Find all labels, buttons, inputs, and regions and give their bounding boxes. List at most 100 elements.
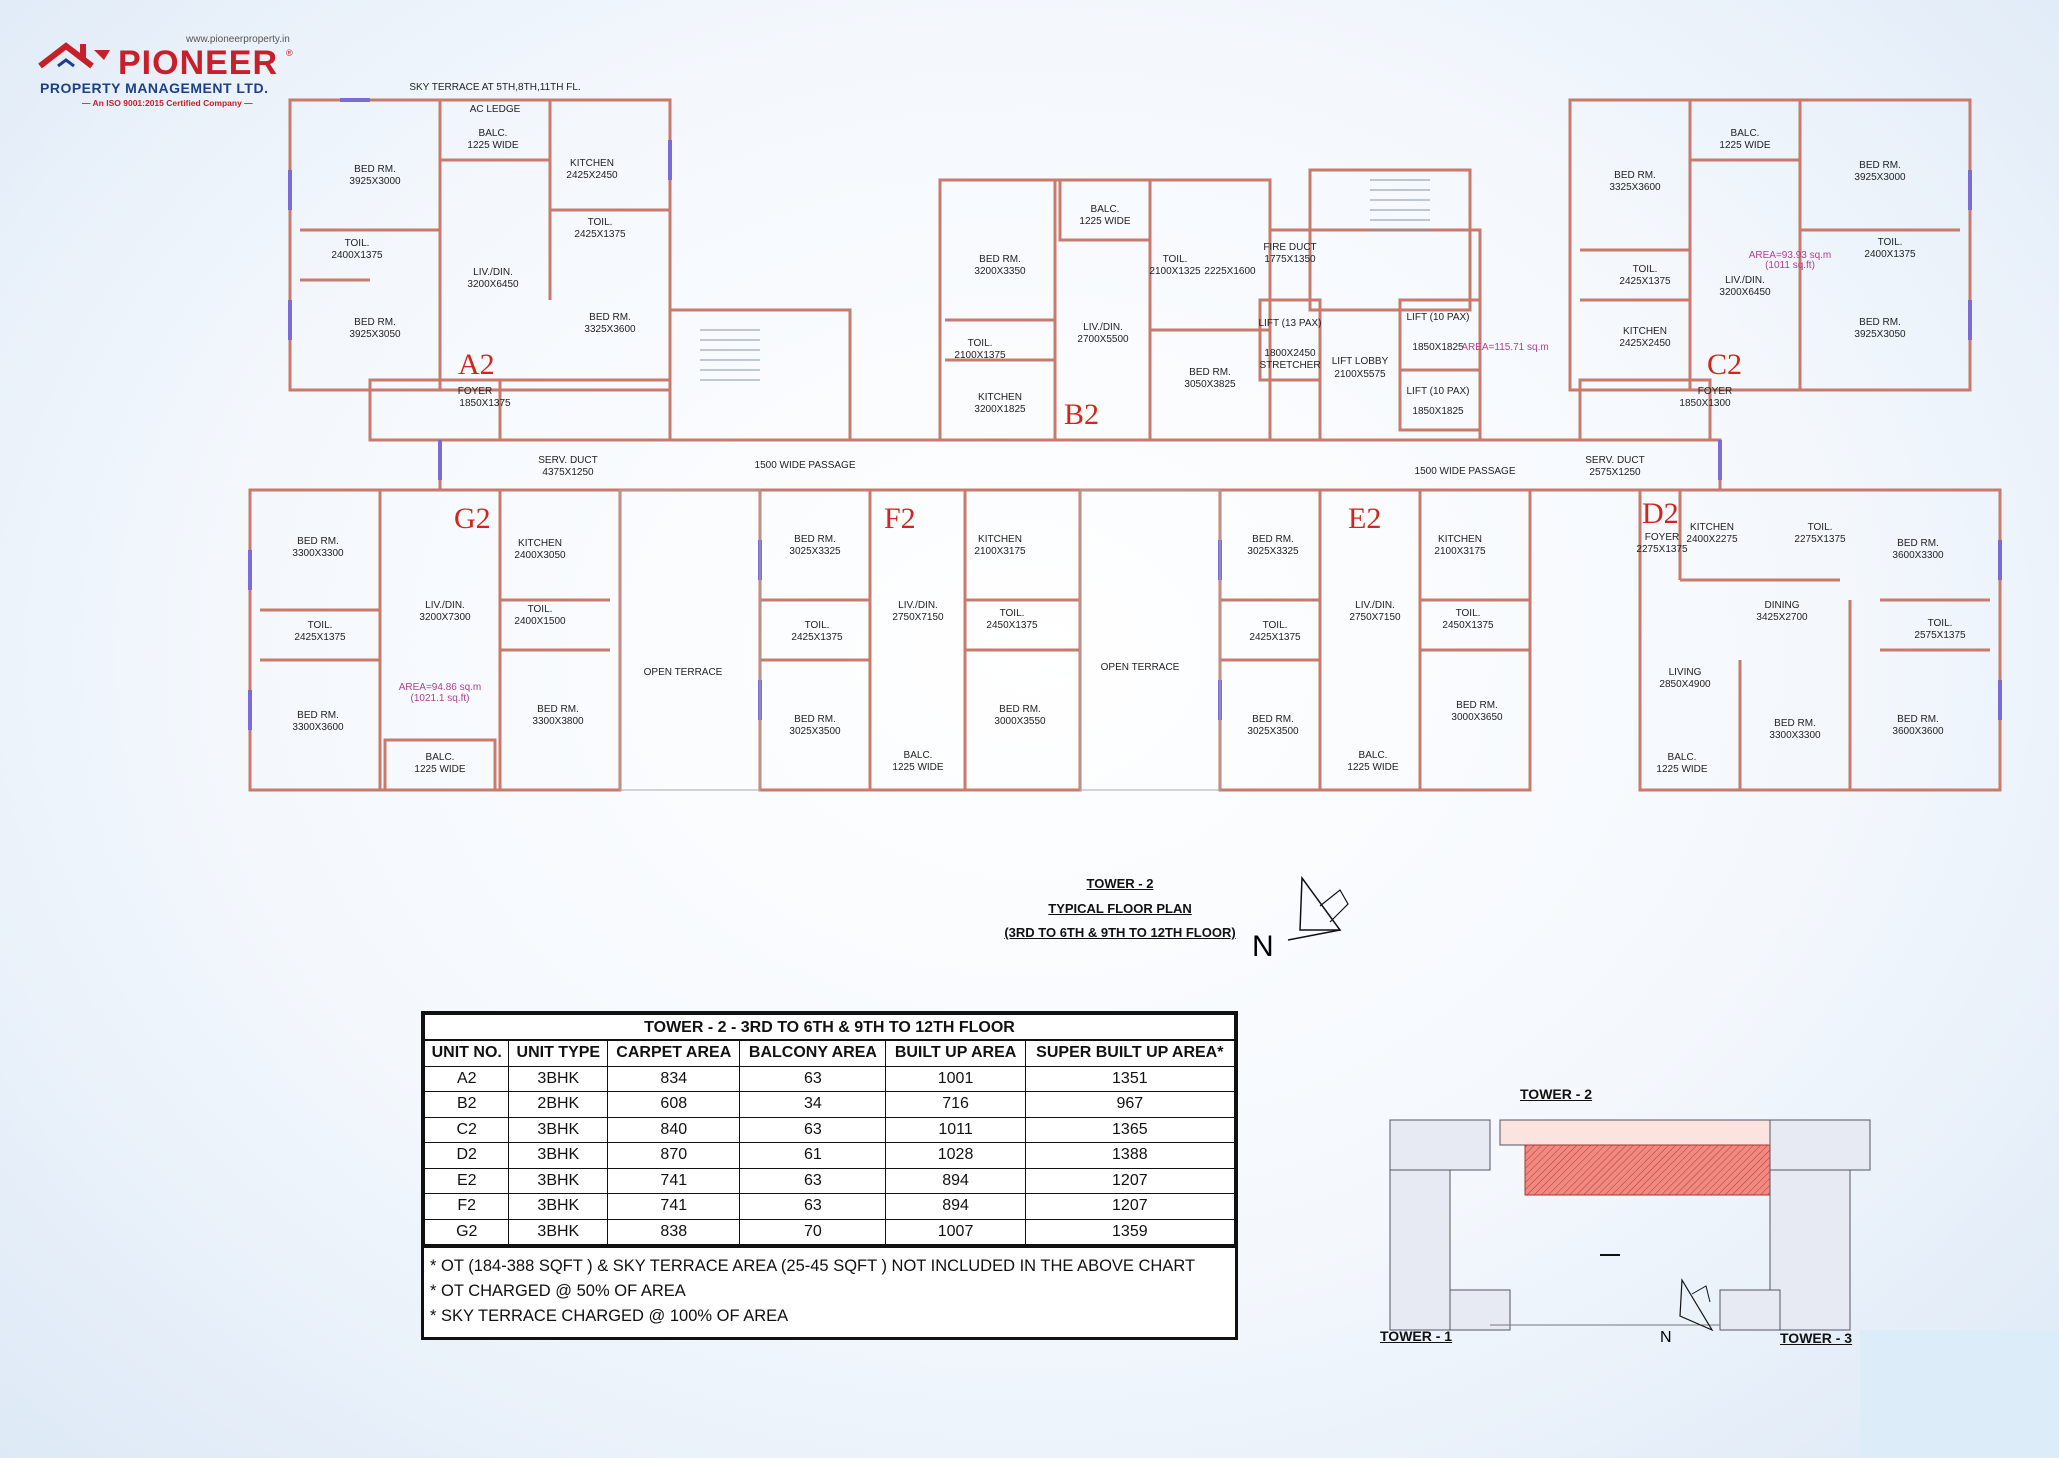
room-dimension: 2425X2450 <box>566 170 618 181</box>
room-dimension: 1225 WIDE <box>1719 140 1770 151</box>
table-cell: 1007 <box>885 1218 1026 1245</box>
registered-mark: ® <box>286 48 293 58</box>
website-url: www.pioneerproperty.in <box>186 34 290 45</box>
room-dimension: 3200X6450 <box>1719 287 1771 298</box>
plan-walls <box>248 98 2002 792</box>
room-label: TOIL. <box>308 620 333 631</box>
room-dimension: 1775X1350 <box>1264 254 1316 265</box>
room-dimension: 2425X1375 <box>791 632 843 643</box>
table-cell: 63 <box>739 1193 887 1220</box>
north-label: N <box>1252 930 1274 963</box>
table-header: UNIT TYPE <box>508 1040 609 1067</box>
room-label: LIFT (10 PAX) <box>1407 386 1470 397</box>
table-cell: 741 <box>607 1167 741 1194</box>
table-cell: 1365 <box>1024 1116 1236 1143</box>
room-dimension: 3025X3325 <box>789 546 841 557</box>
key-north-label: N <box>1660 1329 1672 1346</box>
unit-label-b2: B2 <box>1064 398 1099 431</box>
room-dimension: 1800X2450 <box>1264 348 1316 359</box>
room-dimension: 1225 WIDE <box>1079 216 1130 227</box>
room-label: BED RM. <box>794 534 836 545</box>
room-label: DINING <box>1765 600 1800 611</box>
room-label: KITCHEN <box>518 538 562 549</box>
stair-treads <box>700 179 1430 381</box>
key-plan-drawing: N <box>1389 1119 1871 1346</box>
room-label: TOIL. <box>1633 264 1658 275</box>
room-dimension: 1225 WIDE <box>467 140 518 151</box>
tower-2-block <box>1499 1119 1801 1196</box>
duct-label: SERV. DUCT <box>1585 455 1644 466</box>
key-plan: N TOWER - 1 TOWER - 2 TOWER - 3 <box>1380 1080 1880 1350</box>
room-label: BED RM. <box>537 704 579 715</box>
table-cell: 1351 <box>1024 1065 1236 1092</box>
tower-2-label: TOWER - 2 <box>1520 1086 1593 1102</box>
room-dimension: 3050X3825 <box>1184 379 1236 390</box>
plan-type-title: TYPICAL FLOOR PLAN <box>1048 900 1192 916</box>
table-cell: 1359 <box>1024 1218 1236 1245</box>
room-dimension: 3925X3050 <box>349 329 401 340</box>
area-label: AREA=93.93 sq.m <box>1749 250 1832 261</box>
room-dimension: 2425X1375 <box>574 229 626 240</box>
room-label: TOIL. <box>968 338 993 349</box>
room-label: TOIL. <box>1928 618 1953 629</box>
company-logo: www.pioneerproperty.in PIONEER ® PROPERT… <box>36 28 296 108</box>
room-label: TOIL. <box>1163 254 1188 265</box>
room-label: BED RM. <box>354 164 396 175</box>
room-label: BED RM. <box>999 704 1041 715</box>
room-label: BALC. <box>1668 752 1697 763</box>
room-label: BED RM. <box>1859 317 1901 328</box>
duct-label: SERV. DUCT <box>538 455 597 466</box>
room-dimension: 2400X1375 <box>331 250 383 261</box>
table-cell: 894 <box>885 1167 1026 1194</box>
room-label: KITCHEN <box>978 534 1022 545</box>
room-dimension: 2100X5575 <box>1334 369 1386 380</box>
room-dimension: 2750X7150 <box>1349 612 1401 623</box>
room-label: LIFT (10 PAX) <box>1407 312 1470 323</box>
room-dimension: 3600X3300 <box>1892 550 1944 561</box>
table-cell: 840 <box>607 1116 741 1143</box>
room-label: FOYER <box>458 386 492 397</box>
room-dimension: 1850X1300 <box>1679 398 1731 409</box>
lift-type: STRETCHER <box>1259 360 1320 371</box>
duct-dimension: 2575X1250 <box>1589 467 1641 478</box>
room-dimension: 3300X3300 <box>292 548 344 559</box>
table-cell: A2 <box>423 1065 510 1092</box>
room-label: BED RM. <box>589 312 631 323</box>
room-dimension: 2450X1375 <box>1442 620 1494 631</box>
room-label: BED RM. <box>354 317 396 328</box>
room-label: BALC. <box>479 128 508 139</box>
room-dimension: 2450X1375 <box>986 620 1038 631</box>
area-sqft: (1021.1 sq.ft) <box>411 693 470 704</box>
room-dimension: 3025X3500 <box>789 726 841 737</box>
table-header: BALCONY AREA <box>739 1040 887 1067</box>
room-dimension: 3325X3600 <box>1609 182 1661 193</box>
table-cell: 608 <box>607 1091 741 1118</box>
room-label: FOYER <box>1698 386 1732 397</box>
table-cell: 967 <box>1024 1091 1236 1118</box>
tower-3-block <box>1719 1119 1871 1331</box>
room-dimension: 1225 WIDE <box>1656 764 1707 775</box>
sky-terrace-label: SKY TERRACE AT 5TH,8TH,11TH FL. <box>409 82 580 93</box>
room-dimension: 1850X1375 <box>459 398 511 409</box>
table-cell: 870 <box>607 1142 741 1169</box>
table-notes: * OT (184-388 SQFT ) & SKY TERRACE AREA … <box>424 1245 1235 1337</box>
company-name: PROPERTY MANAGEMENT LTD. <box>40 80 269 96</box>
room-dimension: 2100X3175 <box>1434 546 1486 557</box>
room-dimension: 3025X3500 <box>1247 726 1299 737</box>
room-label: BED RM. <box>297 536 339 547</box>
area-label: AREA=115.71 sq.m <box>1461 342 1548 353</box>
room-dimension: 3025X3325 <box>1247 546 1299 557</box>
room-dimension: 2700X5500 <box>1077 334 1129 345</box>
room-dimension: 3300X3300 <box>1769 730 1821 741</box>
room-label: LIVING <box>1669 667 1702 678</box>
unit-label-f2: F2 <box>884 502 916 535</box>
room-dimension: 3600X3600 <box>1892 726 1944 737</box>
room-dimension: 2100X1325 <box>1149 266 1201 277</box>
tower-1-label: TOWER - 1 <box>1380 1328 1453 1344</box>
room-label: BED RM. <box>1252 714 1294 725</box>
room-label: TOIL. <box>528 604 553 615</box>
